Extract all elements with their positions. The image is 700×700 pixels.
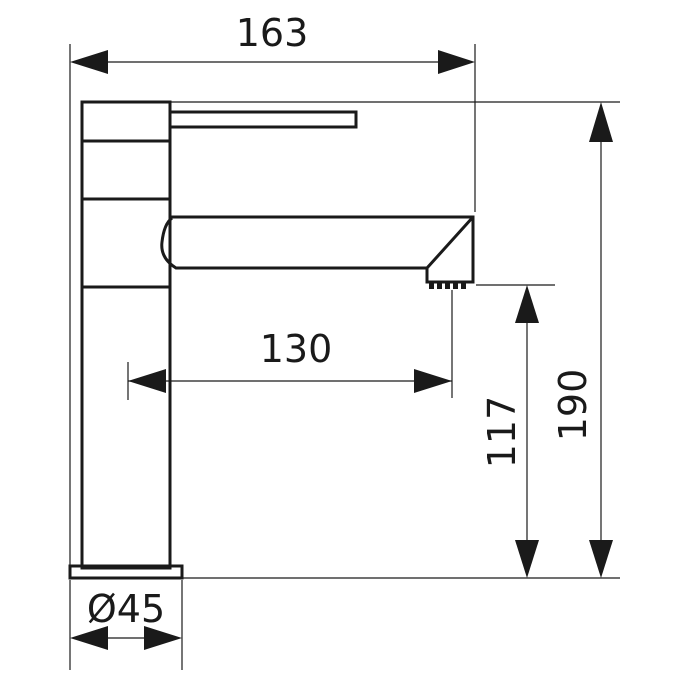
dimension-label-117: 117 [480,396,524,469]
dimension-spout-reach: 130 [128,327,452,393]
spout-tip-edge [425,215,475,270]
spout [160,215,475,284]
dimension-overall-width: 163 [70,11,475,74]
lever-handle [168,110,358,129]
faucet-outline [68,100,475,580]
dimension-label-190: 190 [551,369,595,442]
dimension-label-130: 130 [260,327,333,371]
dimension-base-diameter: Ø45 [70,587,182,650]
dimension-label-163: 163 [236,11,309,55]
aerator [429,283,466,289]
dimension-label-d45: Ø45 [87,587,165,631]
dimension-spout-height: 117 [480,285,539,578]
faucet-body [80,100,172,570]
dimension-overall-height: 190 [551,102,613,578]
faucet-base [68,564,184,580]
extension-lines [69,44,620,670]
